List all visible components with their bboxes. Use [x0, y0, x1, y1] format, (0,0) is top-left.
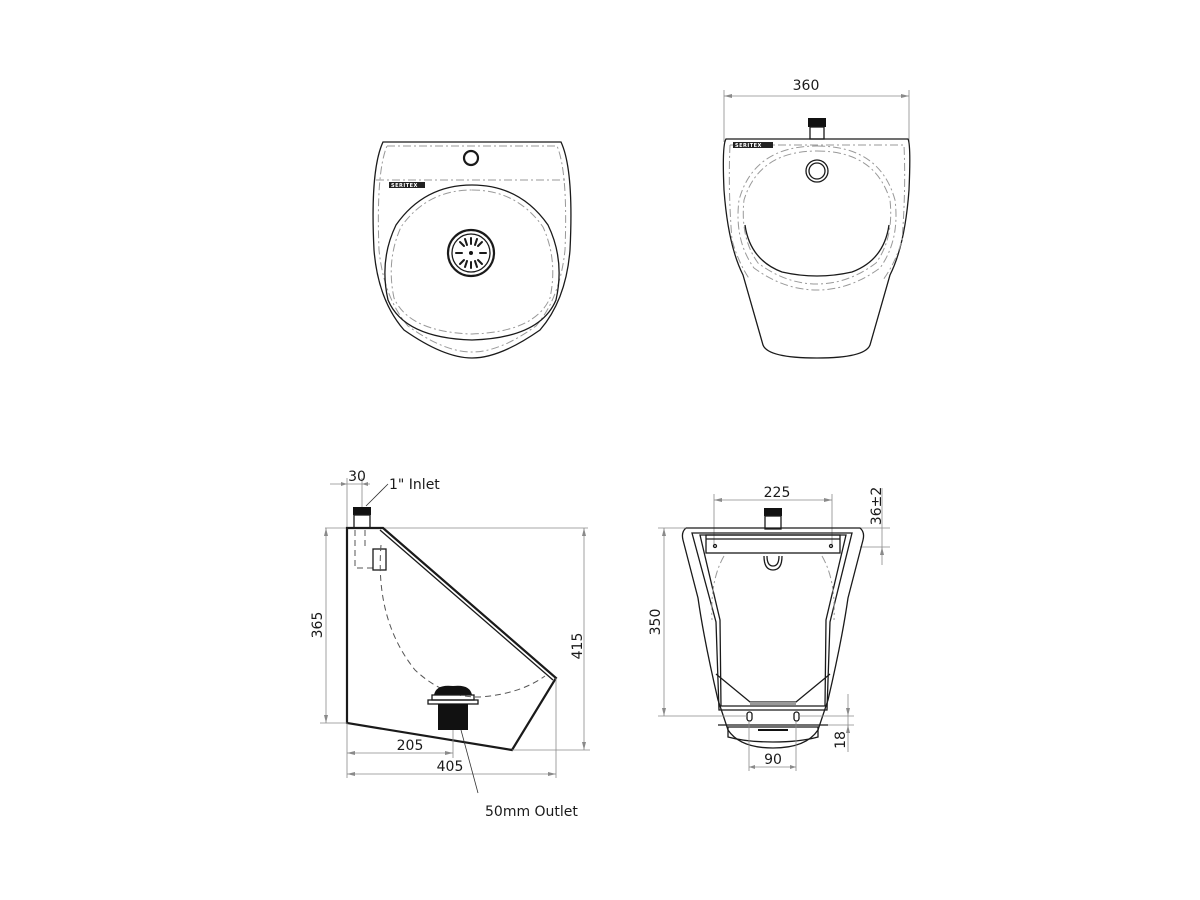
svg-text:415: 415: [570, 633, 586, 660]
svg-text:30: 30: [348, 469, 366, 485]
svg-text:SERITEX: SERITEX: [391, 183, 418, 189]
dimension-height-total: 415: [512, 528, 590, 751]
front-view: 360 SERITEX: [722, 78, 911, 359]
svg-text:36±2: 36±2: [869, 487, 885, 525]
svg-text:350: 350: [648, 609, 664, 636]
side-view: 30 1" Inlet: [310, 469, 590, 820]
dimension-hole-spacing: 90: [748, 721, 797, 771]
svg-text:SERITEX: SERITEX: [735, 143, 762, 149]
dimension-bracket-to-holes: 350: [648, 527, 747, 717]
svg-text:50mm Outlet: 50mm Outlet: [485, 804, 578, 820]
inlet-callout: 1" Inlet: [365, 477, 440, 507]
svg-text:360: 360: [793, 78, 820, 94]
svg-text:1" Inlet: 1" Inlet: [389, 477, 440, 493]
svg-text:18: 18: [833, 731, 849, 749]
dimension-bracket-spacing: 225: [713, 485, 833, 547]
drain-grate-icon: [446, 228, 496, 278]
svg-text:205: 205: [397, 738, 424, 754]
dimension-inlet-offset: 30: [330, 469, 370, 530]
brand-logo: SERITEX: [733, 142, 773, 149]
svg-text:225: 225: [764, 485, 791, 501]
rear-view: 225 36±2: [648, 485, 890, 771]
dimension-depth: 405: [346, 678, 557, 778]
dimension-outlet-offset: 205: [347, 730, 454, 758]
dimension-bracket-offset: 36±2: [860, 487, 890, 565]
outlet-fitting-icon: [427, 685, 479, 730]
dimension-width: 360: [723, 78, 910, 142]
dimension-height-back: 365: [310, 528, 347, 724]
svg-text:405: 405: [437, 759, 464, 775]
outlet-callout: 50mm Outlet: [460, 729, 578, 820]
dimension-hole-to-base: 18: [799, 694, 854, 752]
top-view: SERITEX: [372, 141, 572, 359]
svg-text:365: 365: [310, 612, 326, 639]
brand-logo: SERITEX: [389, 182, 425, 189]
svg-text:90: 90: [764, 752, 782, 768]
